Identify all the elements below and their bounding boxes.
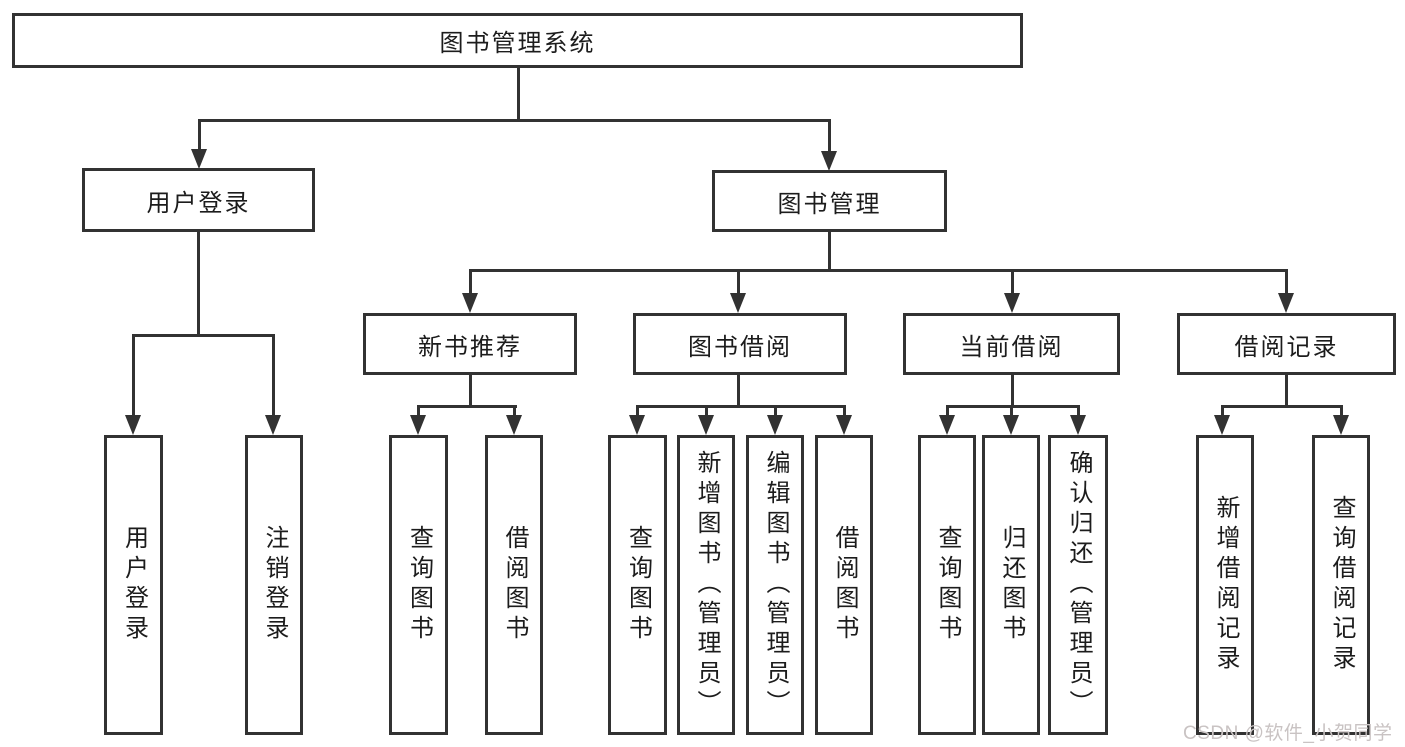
node-root: 图书管理系统 [12, 13, 1023, 68]
connector-borrow-records-vertical [1285, 375, 1288, 408]
node-new-book-recommend: 新书推荐 [363, 313, 577, 375]
connector-borrow-records-horizontal [1221, 405, 1343, 408]
connector-stub [636, 405, 639, 418]
node-book-management: 图书管理 [712, 170, 947, 232]
connector-root-horizontal [198, 119, 831, 122]
arrow-down-icon [1278, 293, 1294, 313]
arrow-down-icon [629, 415, 645, 435]
arrow-down-icon [730, 293, 746, 313]
node-user-login-label: 用户登录 [146, 189, 251, 217]
connector-book-borrow-vertical [737, 375, 740, 408]
node-borrow-records: 借阅记录 [1177, 313, 1396, 375]
arrow-down-icon [1070, 415, 1086, 435]
arrow-down-icon [836, 415, 852, 435]
arrow-down-icon [939, 415, 955, 435]
csdn-watermark: CSDN @软件_小贺同学 [1183, 723, 1393, 744]
leaf-edit-books-admin: 编辑图书（管理员） [746, 435, 804, 735]
arrow-down-icon [191, 149, 207, 169]
leaf-add-borrow-record: 新增借阅记录 [1196, 435, 1254, 735]
leaf-confirm-return-admin: 确认归还（管理员） [1048, 435, 1108, 735]
connector-new-book-vertical [469, 375, 472, 408]
connector-stub [843, 405, 846, 418]
connector-book-mgmt-horizontal [469, 269, 1288, 272]
leaf-query-borrow-record-label: 查询借阅记录 [1328, 495, 1355, 675]
arrow-down-icon [767, 415, 783, 435]
leaf-query-books-2-label: 查询图书 [624, 525, 652, 645]
arrow-down-icon [125, 415, 141, 435]
arrow-down-icon [265, 415, 281, 435]
connector-stub-user-login [198, 119, 201, 150]
connector-stub [417, 405, 420, 418]
connector-stub-new-book [469, 269, 472, 295]
leaf-query-borrow-record: 查询借阅记录 [1312, 435, 1370, 735]
leaf-return-books: 归还图书 [982, 435, 1040, 735]
arrow-down-icon [1333, 415, 1349, 435]
node-current-borrow-label: 当前借阅 [959, 333, 1064, 361]
connector-stub [705, 405, 708, 418]
arrow-down-icon [1004, 293, 1020, 313]
leaf-logout-label: 注销登录 [261, 525, 288, 645]
leaf-add-books-admin: 新增图书（管理员） [677, 435, 735, 735]
connector-current-borrow-horizontal [946, 405, 1080, 408]
connector-stub [1010, 405, 1013, 418]
leaf-query-books-3: 查询图书 [918, 435, 976, 735]
leaf-confirm-return-admin-label: 确认归还（管理员） [1065, 450, 1092, 720]
leaf-borrow-books-2-label: 借阅图书 [831, 525, 858, 645]
leaf-query-books-2: 查询图书 [608, 435, 667, 735]
connector-root-vertical [517, 68, 520, 121]
leaf-query-books-3-label: 查询图书 [934, 525, 961, 645]
leaf-borrow-books-1: 借阅图书 [485, 435, 543, 735]
arrow-down-icon [1214, 415, 1230, 435]
arrow-down-icon [410, 415, 426, 435]
connector-stub [513, 405, 516, 418]
arrow-down-icon [1003, 415, 1019, 435]
leaf-query-books-1-label: 查询图书 [405, 525, 433, 645]
connector-stub-book-borrow [737, 269, 740, 295]
leaf-logout: 注销登录 [245, 435, 303, 735]
connector-stub-current-borrow [1011, 269, 1014, 295]
leaf-query-books-1: 查询图书 [389, 435, 448, 735]
node-root-label: 图书管理系统 [439, 30, 596, 57]
connector-stub [946, 405, 949, 418]
connector-book-mgmt-vertical [828, 232, 831, 272]
leaf-add-books-admin-label: 新增图书（管理员） [693, 450, 720, 720]
leaf-edit-books-admin-label: 编辑图书（管理员） [762, 450, 789, 720]
connector-stub [1340, 405, 1343, 418]
node-new-book-recommend-label: 新书推荐 [418, 333, 522, 361]
connector-stub [774, 405, 777, 418]
leaf-borrow-books-1-label: 借阅图书 [501, 525, 528, 645]
connector-user-login-vertical [197, 232, 200, 336]
node-user-login: 用户登录 [82, 168, 315, 232]
connector-new-book-horizontal [418, 405, 517, 408]
node-current-borrow: 当前借阅 [903, 313, 1120, 375]
node-book-management-label: 图书管理 [777, 190, 882, 218]
leaf-return-books-label: 归还图书 [998, 525, 1025, 645]
arrow-down-icon [821, 151, 837, 171]
arrow-down-icon [698, 415, 714, 435]
connector-stub-borrow-records [1285, 269, 1288, 295]
connector-book-borrow-horizontal [636, 405, 846, 408]
node-book-borrow: 图书借阅 [633, 313, 847, 375]
connector-stub-leaf-login [132, 334, 135, 416]
connector-stub-book-mgmt [828, 119, 831, 152]
connector-stub [1221, 405, 1224, 418]
arrow-down-icon [506, 415, 522, 435]
connector-stub-leaf-logout [272, 334, 275, 416]
leaf-user-login-label: 用户登录 [120, 525, 148, 645]
node-borrow-records-label: 借阅记录 [1234, 333, 1339, 361]
leaf-borrow-books-2: 借阅图书 [815, 435, 873, 735]
node-book-borrow-label: 图书借阅 [688, 333, 792, 361]
connector-current-borrow-vertical [1011, 375, 1014, 408]
leaf-user-login: 用户登录 [104, 435, 163, 735]
leaf-add-borrow-record-label: 新增借阅记录 [1212, 495, 1239, 675]
arrow-down-icon [462, 293, 478, 313]
connector-user-login-horizontal [132, 334, 275, 337]
connector-stub [1077, 405, 1080, 418]
